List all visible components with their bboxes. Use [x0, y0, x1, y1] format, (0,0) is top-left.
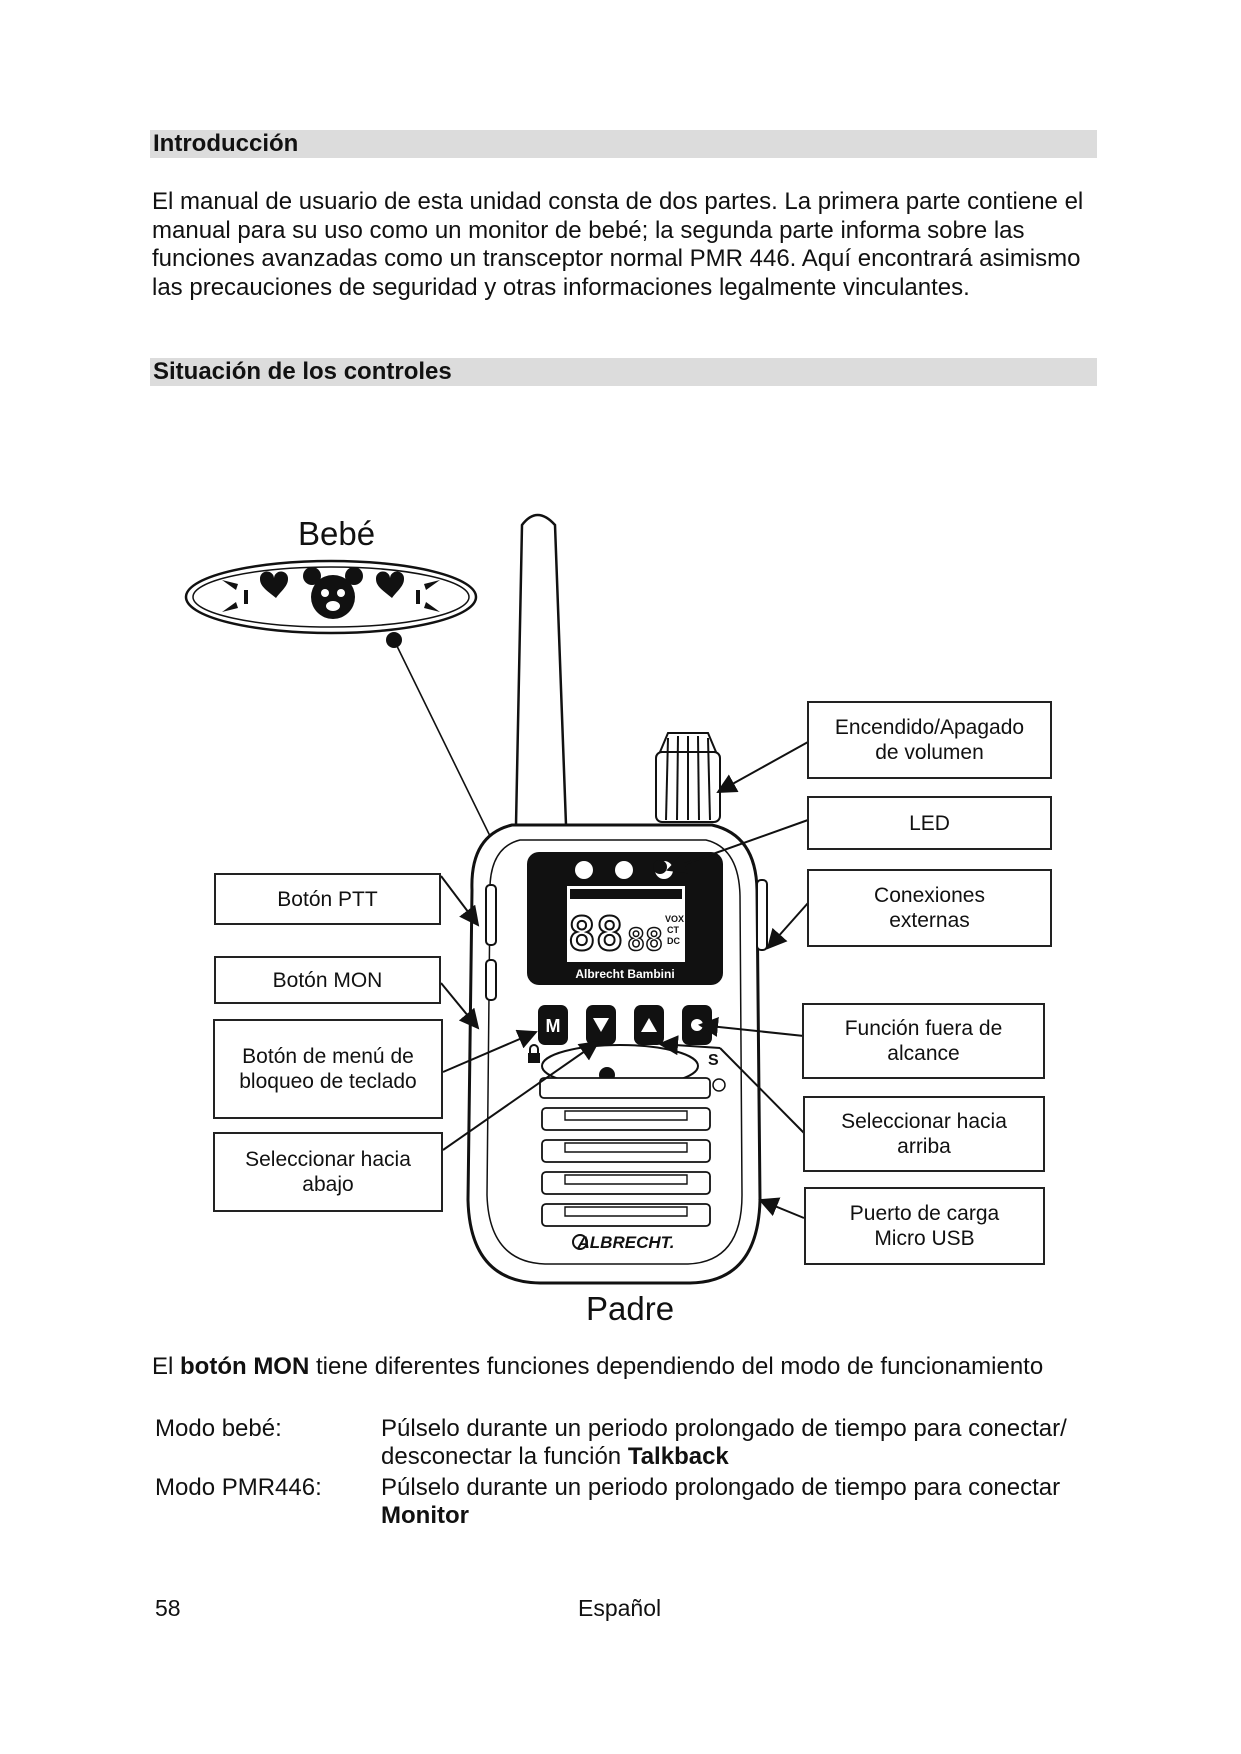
side-mon-button	[485, 959, 497, 1001]
up-arrow-icon	[641, 1018, 657, 1032]
led-indicator-2	[615, 861, 633, 879]
led-indicator-1	[575, 861, 593, 879]
m-key[interactable]	[538, 1005, 568, 1045]
callout-out-of-range: Función fuera de alcance	[802, 1003, 1045, 1079]
callout-mon-button: Botón MON	[214, 956, 441, 1004]
intro-paragraph: El manual de usuario de esta unidad cons…	[152, 188, 1084, 301]
speaker-slot-inner	[564, 1110, 688, 1217]
lcd-tag-vox: VOX	[665, 914, 684, 924]
callout-power-volume: Encendido/Apagado de volumen	[807, 701, 1052, 779]
heart-icon-left	[259, 571, 289, 598]
mode-pmr-term: Modo PMR446:	[155, 1474, 322, 1501]
sound-waves-left	[222, 580, 248, 612]
callout-external-connections: Conexiones externas	[807, 869, 1052, 947]
lcd-tag-ct: CT	[667, 925, 679, 935]
baby-mode-icon	[184, 559, 478, 635]
lcd-tag-dc: DC	[667, 936, 680, 946]
padre-label: Padre	[586, 1290, 675, 1327]
side-ptt-button	[485, 884, 497, 946]
lcd-small-digits: 88	[627, 923, 663, 958]
svg-text:M: M	[546, 1016, 561, 1036]
callout-usb-port: Puerto de carga Micro USB	[804, 1187, 1045, 1265]
volume-knob	[655, 732, 721, 823]
footer-language: Español	[578, 1595, 662, 1621]
side-connector-cover	[756, 879, 768, 951]
display-brand: Albrecht Bambini	[575, 967, 674, 981]
sound-waves-right	[416, 580, 440, 612]
callout-ptt-button: Botón PTT	[214, 873, 441, 925]
svg-text:S: S	[708, 1052, 719, 1069]
lcd-digits: 88	[568, 907, 623, 961]
front-brand: ALBRECHT.	[577, 1233, 675, 1252]
antenna	[514, 513, 568, 827]
mon-description: El botón MON tiene diferentes funciones …	[152, 1353, 1043, 1381]
down-arrow-icon	[593, 1018, 609, 1032]
keypad: M S	[528, 1005, 719, 1069]
lcd-display: 88 88 VOX CT DC Albrecht Bambini	[527, 852, 723, 985]
callout-menu-lock-button: Botón de menú de bloqueo de teclado	[213, 1019, 443, 1119]
mon-suffix: tiene diferentes funciones dependiendo d…	[315, 1353, 1044, 1380]
mon-bold: botón MON	[180, 1353, 310, 1380]
callout-led: LED	[807, 796, 1052, 850]
controls-heading: Situación de los controles	[150, 358, 1097, 386]
page-number: 58	[155, 1595, 181, 1621]
intro-heading: Introducción	[150, 130, 1097, 158]
mon-prefix: El	[152, 1353, 174, 1380]
mode-pmr-desc: Púlselo durante un periodo prolongado de…	[381, 1474, 1061, 1529]
brand-logo-icon	[572, 1234, 588, 1250]
bebe-label: Bebé	[298, 515, 376, 552]
mode-baby-desc: Púlselo durante un periodo prolongado de…	[381, 1415, 1067, 1470]
mode-baby-term: Modo bebé:	[155, 1415, 282, 1442]
speaker-grille	[539, 1077, 711, 1227]
usb-port	[712, 1078, 726, 1092]
callout-select-up: Seleccionar hacia arriba	[803, 1096, 1045, 1172]
bear-icon	[303, 567, 363, 619]
callout-select-down: Seleccionar hacia abajo	[213, 1132, 443, 1212]
heart-icon-right	[375, 571, 405, 598]
